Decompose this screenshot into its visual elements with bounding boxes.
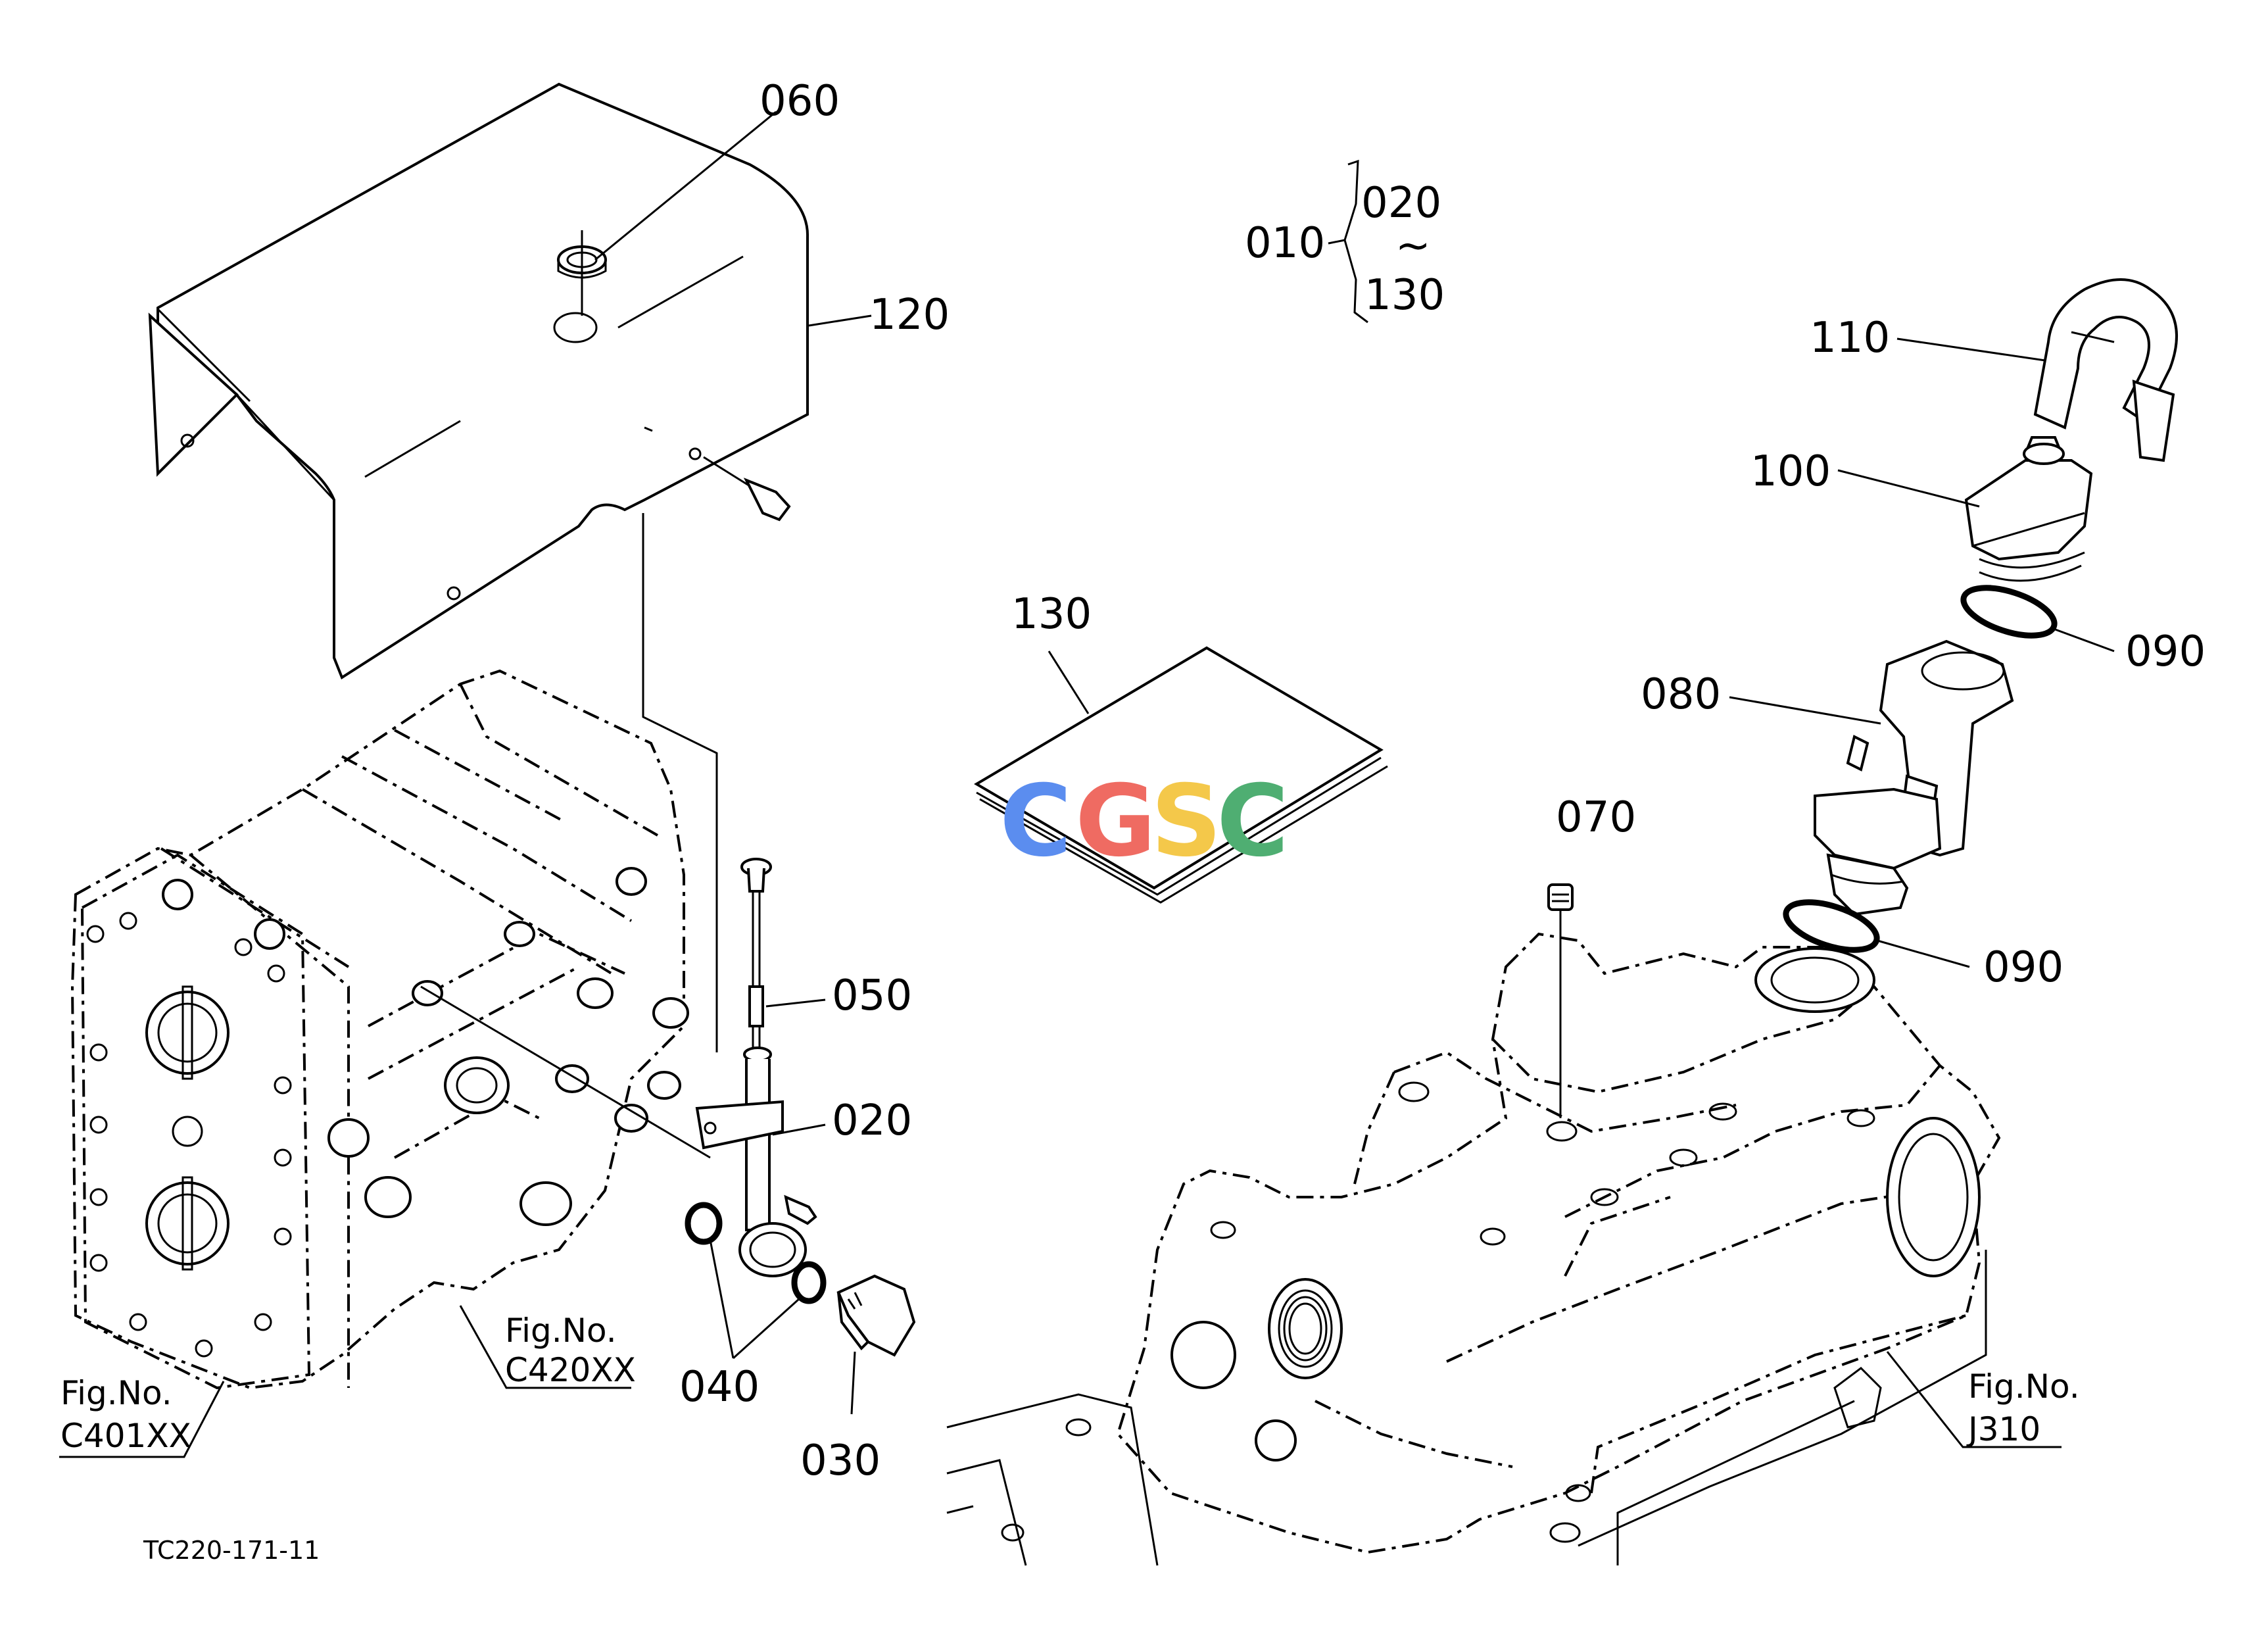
label-070: 070 (1556, 793, 1636, 842)
o-ring-040-b (791, 1261, 827, 1304)
watermark-letter-1: C (1000, 764, 1072, 879)
transmission-case-left (70, 669, 711, 1390)
watermark-letter-2: G (1075, 764, 1156, 879)
watermark-letter-3: S (1151, 764, 1222, 879)
label-040: 040 (679, 1363, 760, 1412)
watermark-letter-4: C (1217, 764, 1289, 879)
label-tilde: ~ (1395, 222, 1431, 270)
label-050: 050 (832, 971, 912, 1020)
label-110: 110 (1810, 314, 1890, 362)
hydraulic-housing-right (946, 932, 2001, 1566)
fig-ref-c420-number: C420XX (505, 1351, 636, 1389)
label-060: 060 (760, 77, 840, 126)
leader-lines (59, 111, 2115, 1458)
fig-ref-j310-label: Fig.No. (1968, 1367, 2080, 1406)
dipstick-050 (740, 858, 772, 1052)
hose-110 (2033, 278, 2178, 462)
instruction-sheet-130 (974, 646, 1388, 904)
figure-references: Fig.No. C401XX Fig.No. C420XX Fig.No. J3… (60, 1312, 2080, 1455)
o-ring-040-a (685, 1202, 723, 1245)
label-080: 080 (1641, 670, 1721, 719)
label-010: 010 (1245, 219, 1325, 268)
cover-bolt (703, 456, 791, 522)
label-130-top: 130 (1364, 271, 1445, 320)
fig-ref-c420-label: Fig.No. (505, 1312, 617, 1350)
label-090-upper: 090 (2125, 627, 2206, 676)
assembly-line (642, 513, 718, 1052)
plug-060 (557, 230, 607, 316)
label-020-top: 020 (1361, 179, 1441, 228)
o-ring-090-lower (1783, 899, 1880, 953)
label-090-lower: 090 (1983, 943, 2063, 992)
label-020: 020 (832, 1096, 912, 1145)
label-100: 100 (1750, 447, 1831, 496)
filter-080 (1814, 639, 2014, 916)
label-030: 030 (800, 1437, 881, 1485)
label-130: 130 (1011, 590, 1092, 639)
fig-ref-j310-number: J310 (1966, 1410, 2040, 1448)
plug-030 (836, 1274, 916, 1357)
diagram-code: TC220-171-11 (143, 1536, 320, 1565)
cover-plate-120 (148, 82, 809, 679)
callout-labels: 010 020 ~ 130 060 120 110 100 130 090 08… (679, 77, 2206, 1485)
fig-ref-c401-label: Fig.No. (60, 1374, 172, 1412)
dipstick-tube-020 (695, 1046, 817, 1277)
watermark-logo: C G S C (1000, 764, 1289, 879)
o-ring-090-upper (1960, 585, 2058, 639)
fig-ref-c401-number: C401XX (60, 1417, 191, 1455)
cap-100 (1964, 436, 2093, 582)
label-120: 120 (869, 291, 950, 339)
